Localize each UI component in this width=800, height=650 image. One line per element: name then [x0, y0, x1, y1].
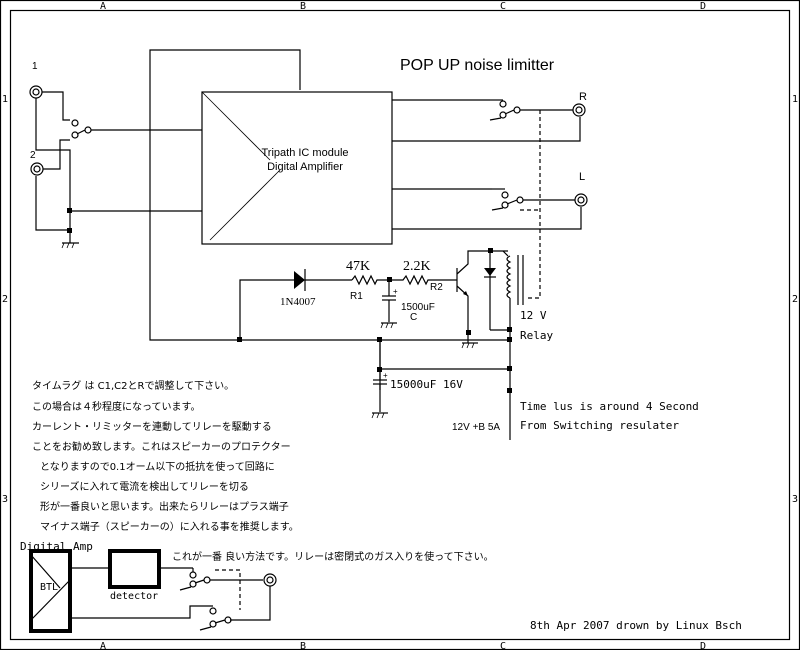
btl-amp-icon — [29, 549, 72, 633]
amplifier-label-line2: Digital Amplifier — [267, 161, 343, 173]
footer-credit: 8th Apr 2007 drown by Linux Bsch — [530, 619, 742, 632]
btl-label: BTL — [40, 582, 58, 593]
col-label: D — [700, 641, 706, 650]
supply-source-note: From Switching resulater — [520, 419, 679, 432]
relay-label: Relay — [520, 329, 553, 342]
ground-icon — [61, 230, 79, 249]
diagram-title: POP UP noise limitter — [400, 57, 555, 74]
note-line: シリーズに入れて電流を検出してリレーを切る — [40, 480, 249, 493]
input-1-jack-icon — [29, 85, 43, 99]
note-line: ことをお勧め致します。これはスピーカーのプロテクター — [32, 440, 291, 453]
output-r-jack-icon — [572, 103, 586, 117]
capacitor-c-icon: + — [382, 282, 398, 322]
row-label: 2 — [2, 294, 8, 305]
timing-note: Time lus is around 4 Second — [520, 400, 699, 413]
r1-value: 47K — [346, 259, 370, 274]
row-label: 1 — [792, 94, 798, 105]
col-label: B — [300, 641, 306, 650]
reservoir-capacitor: + 15000uF 16V — [371, 340, 512, 419]
note-line: となりますので0.1オーム以下の抵抗を使って回路に — [40, 460, 275, 473]
relay-contact-l-icon — [491, 188, 524, 211]
col-label: C — [500, 1, 506, 12]
reservoir-capacitor-value: 15000uF 16V — [390, 378, 463, 391]
capacitor-c-value: 1500uF — [401, 302, 435, 313]
col-label: C — [500, 641, 506, 650]
output-l-label: L — [579, 171, 585, 183]
output-l-jack-icon — [574, 193, 588, 207]
r1-label: R1 — [350, 291, 363, 302]
row-label: 1 — [2, 94, 8, 105]
resistor-r2-icon — [390, 274, 457, 286]
btl-relay-contact-top-icon — [179, 568, 211, 591]
input-2-jack-icon — [30, 162, 44, 176]
amplifier-label-line1: Tripath IC module — [261, 147, 348, 159]
frame-column-labels: A B C D A B C D — [100, 1, 706, 650]
input-1-label: 1 — [32, 61, 38, 72]
input-selector-switch-icon — [71, 119, 92, 139]
note-line: カーレント・リミッターを連動してリレーを駆動する — [32, 420, 272, 433]
svg-text:+: + — [383, 371, 388, 380]
col-label: D — [700, 1, 706, 12]
input-section: 1 2 — [29, 61, 202, 249]
col-label: A — [100, 641, 106, 650]
output-section: R L — [392, 91, 588, 299]
relay-contact-r-icon — [489, 99, 521, 121]
ground-icon — [380, 322, 397, 329]
diode-label: 1N4007 — [280, 296, 316, 308]
diode-icon — [294, 269, 306, 291]
r2-value: 2.2K — [403, 259, 431, 274]
transistor-icon — [456, 250, 508, 332]
btl-relay-contact-bottom-icon — [199, 607, 232, 631]
r2-label: R2 — [430, 282, 443, 293]
btl-diagram: Digital Amp BTL detector — [20, 540, 494, 633]
supply-loop-wires — [149, 49, 510, 390]
japanese-notes: タイムラグ は C1,C2とRで調整して下さい。 この場合は４秒程度になっていま… — [32, 379, 299, 533]
speaker-jack-icon — [263, 573, 277, 587]
supply-label: 12V +B 5A — [452, 422, 500, 433]
timer-circuit: 1N4007 47K R1 2.2K R2 + 1500uF C — [280, 248, 553, 440]
resistor-r1-icon — [351, 274, 390, 286]
input-2-label: 2 — [30, 150, 36, 161]
detector-label: detector — [110, 591, 158, 602]
amplifier-module: Tripath IC module Digital Amplifier — [201, 91, 393, 245]
note-line: 形が一番良いと思います。出来たらリレーはプラス端子 — [40, 500, 289, 513]
btl-note: これが一番 良い方法です。リレーは密閉式のガス入りを使って下さい。 — [172, 550, 494, 563]
output-r-label: R — [579, 91, 587, 103]
svg-text:+: + — [393, 287, 398, 296]
note-line: マイナス端子（スピーカーの）に入れる事を推奨します。 — [40, 520, 299, 533]
note-line: この場合は４秒程度になっています。 — [32, 400, 201, 413]
col-label: A — [100, 1, 106, 12]
col-label: B — [300, 1, 306, 12]
row-label: 3 — [792, 494, 798, 505]
note-line: タイムラグ は C1,C2とRで調整して下さい。 — [32, 379, 234, 392]
row-label: 3 — [2, 494, 8, 505]
frame-row-labels: 1 2 3 1 2 3 — [2, 94, 798, 505]
detector-box — [108, 549, 161, 589]
capacitor-c-label: C — [410, 312, 417, 323]
relay-voltage-label: 12 V — [520, 309, 547, 322]
row-label: 2 — [792, 294, 798, 305]
ground-icon — [461, 335, 478, 349]
